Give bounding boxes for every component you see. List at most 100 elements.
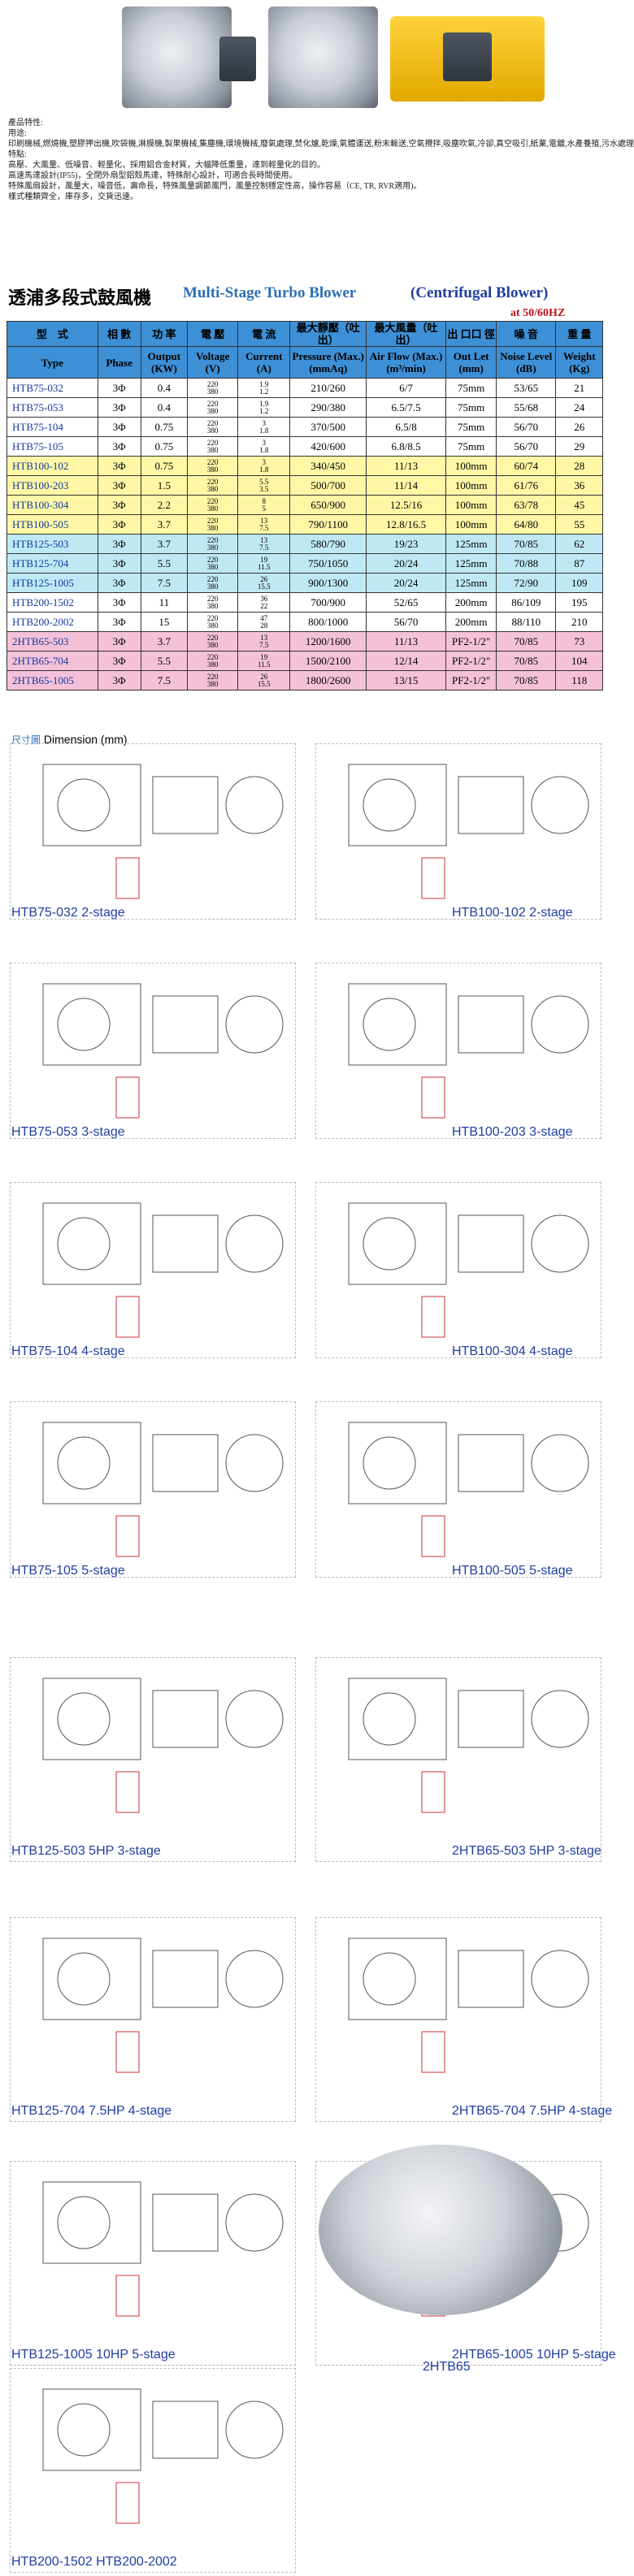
- table-cell: 56/70: [366, 612, 447, 632]
- cell-line: 1.2: [259, 387, 269, 396]
- cell-line: 380: [206, 426, 219, 435]
- cell-line: 380: [206, 523, 219, 532]
- table-cell: 12.8/16.5: [366, 514, 447, 535]
- cell-line: 380: [206, 406, 219, 415]
- cell-line: 1.8: [259, 445, 269, 454]
- table-cell: 87: [555, 553, 603, 574]
- table-cell: 3Φ: [97, 436, 141, 457]
- drawing-svg: [348, 1937, 589, 2073]
- cell-line: 13: [260, 535, 268, 544]
- drawing-motor: [152, 1950, 219, 2008]
- note-line: 樣式種類齊全，庫存多，交貨迅速。: [8, 193, 138, 201]
- motor-photo-1: [219, 37, 256, 81]
- table-cell: 63/78: [496, 495, 557, 515]
- drawing-fan-outline: [57, 1952, 111, 2006]
- drawing-fan-outline: [57, 1217, 111, 1271]
- drawing-fan-outline: [57, 778, 111, 832]
- drawing-motor: [152, 776, 219, 834]
- table-cell: 200mm: [445, 592, 497, 613]
- note-line: 印刷機械,燃燒機,塑膠押出機,吹袋機,淋膜機,製果機械,集塵機,環境機械,廢氣處…: [8, 140, 634, 149]
- cell-line: 13: [260, 516, 268, 525]
- dimension-drawing: [315, 743, 601, 920]
- header-cell: 型 式: [7, 321, 98, 347]
- drawing-svg: [348, 1202, 589, 1338]
- table-cell: 650/900: [289, 495, 367, 515]
- cell-line: 220: [206, 652, 219, 661]
- cell-line: 8: [262, 496, 267, 505]
- table-cell: 88/110: [496, 612, 557, 632]
- table-cell: 0.75: [140, 456, 189, 476]
- drawing-fan-outline: [363, 778, 416, 832]
- header-cell: 相 數: [97, 321, 141, 347]
- drawing-side-view: [42, 764, 141, 846]
- cell-line: 220: [206, 555, 219, 564]
- table-cell: HTB125-704: [7, 553, 98, 574]
- dimension-drawing: [315, 1182, 601, 1358]
- cell-line: 1.8: [259, 426, 269, 435]
- header-cell: 重 量: [555, 321, 603, 347]
- cell-line: 7.5: [259, 523, 269, 532]
- table-cell: 3Φ: [97, 514, 141, 535]
- cell-line: 19: [260, 555, 268, 564]
- table-cell: 1800/2600: [289, 670, 367, 691]
- table-cell: 5.5: [140, 651, 189, 671]
- table-cell: 75mm: [445, 436, 497, 457]
- drawing-motor: [152, 1214, 219, 1273]
- table-cell: 3.7: [140, 631, 189, 652]
- drawing-front-view: [531, 1434, 589, 1492]
- cell-line: 3: [262, 418, 267, 427]
- table-cell: HTB125-503: [7, 534, 98, 554]
- frequency-label: at 50/60HZ: [510, 307, 566, 319]
- table-cell: 28: [555, 456, 603, 476]
- table-cell: HTB75-104: [7, 417, 98, 437]
- drawing-caption: 2HTB65-704 7.5HP 4-stage: [452, 2104, 613, 2118]
- table-cell: 0.4: [140, 378, 189, 398]
- drawing-front-view: [225, 776, 284, 834]
- table-header-en: Type Phase Output (KW) Voltage (V) Curre…: [7, 346, 603, 379]
- cell-line: 380: [206, 543, 219, 552]
- table-cell: 104: [555, 651, 603, 671]
- title-row: 透浦多段式鼓風機 Multi-Stage Turbo Blower (Centr…: [8, 280, 601, 309]
- drawing-base: [421, 1771, 445, 1813]
- spec-table: 型 式 相 數 功 率 電 壓 電 流 最大靜壓（吐出） 最大風量（吐出） 出 …: [7, 321, 603, 691]
- table-cell: HTB75-053: [7, 397, 98, 418]
- drawing-side-view: [42, 1678, 141, 1760]
- table-cell: 118: [555, 670, 603, 691]
- note-line: 特殊風扇設計，風量大，噪音低，壽命長，特殊風量調節風門，風量控制穩定性高，操作容…: [8, 182, 422, 191]
- table-cell: 900/1300: [289, 573, 367, 593]
- drawing-side-view: [42, 2388, 141, 2471]
- table-cell: 29: [555, 436, 603, 457]
- table-cell: HTB125-1005: [7, 573, 98, 593]
- drawing-front-view: [531, 1690, 589, 1748]
- product-notes: 產品特性: 用途: 印刷機械,燃燒機,塑膠押出機,吹袋機,淋膜機,製果機械,集塵…: [8, 118, 634, 202]
- drawing-motor: [152, 1690, 219, 1748]
- table-cell: 3Φ: [97, 456, 141, 476]
- cell-line: 220: [206, 438, 219, 447]
- table-cell: 70/88: [496, 553, 557, 574]
- table-cell: 100mm: [445, 475, 497, 496]
- drawing-base: [421, 1076, 445, 1119]
- table-cell: HTB75-032: [7, 378, 98, 398]
- table-cell: 790/1100: [289, 514, 367, 535]
- cell-line: 220: [206, 516, 219, 525]
- header-cell: 最大風量（吐出）: [366, 321, 447, 347]
- table-cell: 11/14: [366, 475, 447, 496]
- table-cell: 19/23: [366, 534, 447, 554]
- header-cell: 噪 音: [496, 321, 557, 347]
- drawing-front-view: [225, 1214, 284, 1273]
- table-cell: 370/500: [289, 417, 367, 437]
- drawing-front-view: [225, 1434, 284, 1492]
- header-cell: Type: [7, 346, 98, 379]
